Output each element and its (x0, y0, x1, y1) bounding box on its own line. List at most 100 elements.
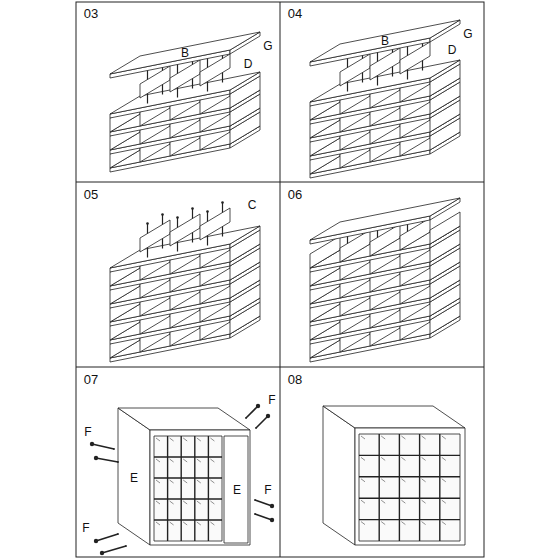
cell-depth (183, 459, 187, 462)
part-letter: D (244, 58, 253, 70)
cell-depth (401, 479, 405, 482)
cell-depth (401, 500, 405, 503)
cell-depth (170, 459, 174, 462)
grid-divider (208, 436, 209, 541)
grid-divider (180, 436, 181, 541)
grid-divider (419, 434, 420, 541)
dowel-end (176, 216, 179, 219)
part-letter: C (248, 199, 257, 211)
loose-divider (170, 214, 200, 246)
cell-depth (183, 522, 187, 525)
side-panel-face (224, 436, 248, 543)
dowel-end (161, 213, 164, 216)
cell-depth (442, 436, 446, 439)
step-number: 05 (84, 188, 98, 201)
screw-shaft (246, 406, 258, 418)
cell-depth (197, 501, 201, 504)
cell-depth (422, 436, 426, 439)
cell-depth (381, 500, 385, 503)
step-04-figure (310, 20, 460, 178)
screw-tip (254, 513, 256, 515)
screw-tip (255, 427, 257, 429)
screw-tip (125, 545, 127, 547)
top-board (310, 198, 460, 240)
cell-depth (361, 522, 365, 525)
cell-depth (422, 479, 426, 482)
loose-divider (200, 208, 230, 240)
cell-depth (401, 457, 405, 460)
cubby-grid (154, 436, 222, 541)
cell-depth (170, 522, 174, 525)
cell-depth (442, 457, 446, 460)
screw-head (270, 518, 274, 522)
cubby-grid (359, 434, 460, 541)
dowel-end (146, 222, 149, 225)
cell-depth (361, 479, 365, 482)
screw-tip (117, 461, 119, 463)
top-panel (118, 408, 250, 430)
screw-shaft (92, 444, 114, 449)
step-number: 07 (84, 373, 98, 386)
cell-depth (197, 522, 201, 525)
part-letter: D (448, 44, 457, 56)
cell-depth (422, 500, 426, 503)
cell-depth (361, 500, 365, 503)
side-panel (323, 406, 355, 545)
step-number: 08 (288, 373, 302, 386)
cell-depth (361, 436, 365, 439)
top-panel (323, 406, 465, 428)
cell-depth (401, 522, 405, 525)
dowel-end (206, 210, 209, 213)
cell-depth (156, 522, 160, 525)
grid-shelf (154, 456, 222, 457)
grid-shelf (154, 519, 222, 520)
screw-head (270, 504, 274, 508)
cell-depth (197, 459, 201, 462)
part-letter: F (82, 522, 89, 534)
step-05-figure (110, 201, 260, 362)
front-frame (355, 428, 465, 545)
cell-depth (170, 501, 174, 504)
cell-depth (442, 522, 446, 525)
grid-shelf (359, 455, 460, 456)
part-letter: F (264, 484, 271, 496)
step-number: 06 (288, 188, 302, 201)
part-letter: B (181, 47, 189, 59)
cell-depth (156, 459, 160, 462)
dowel-end (191, 207, 194, 210)
screw-shaft (255, 514, 272, 520)
part-letter: E (130, 472, 138, 484)
cell-depth (183, 501, 187, 504)
cell-depth (381, 457, 385, 460)
front-frame (150, 430, 250, 545)
panel-divider (76, 182, 484, 183)
screw-shaft (256, 416, 268, 428)
screw-head (94, 539, 98, 543)
cell-depth (381, 522, 385, 525)
screw-tip (245, 417, 247, 419)
step-03-figure (110, 32, 260, 172)
cell-depth (197, 438, 201, 441)
cell-depth (442, 479, 446, 482)
cell-depth (156, 480, 160, 483)
cell-depth (422, 457, 426, 460)
screw-tip (254, 499, 256, 501)
cell-depth (401, 436, 405, 439)
cell-depth (156, 438, 160, 441)
screw-shaft (102, 546, 126, 553)
cell-depth (210, 480, 214, 483)
cell-depth (422, 522, 426, 525)
top-board (110, 32, 260, 74)
top-board (310, 20, 460, 62)
grid-shelf (359, 519, 460, 520)
cell-depth (381, 479, 385, 482)
part-letter: F (84, 426, 91, 438)
screw-head (266, 414, 270, 418)
part-letter: G (463, 28, 472, 40)
screw-head (256, 404, 260, 408)
step-06-figure (310, 198, 460, 362)
screw-tip (113, 448, 115, 450)
cell-depth (197, 480, 201, 483)
